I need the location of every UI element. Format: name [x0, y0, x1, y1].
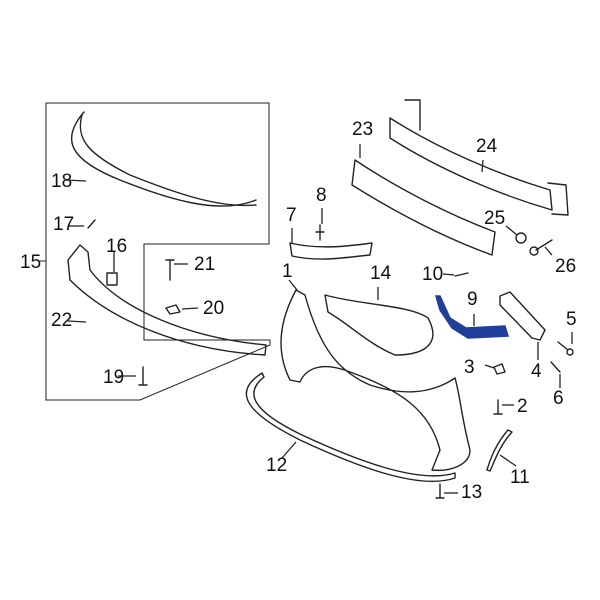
callout-5: 5	[566, 309, 577, 330]
callout-9: 9	[467, 289, 478, 310]
part-4-bracket	[499, 291, 546, 341]
callout-19: 19	[103, 367, 125, 388]
callout-11: 11	[510, 467, 530, 488]
callout-20: 20	[203, 298, 225, 319]
part-24-beam	[389, 99, 569, 216]
callout-14: 14	[370, 263, 392, 284]
part-1-bumper-cover	[280, 289, 471, 472]
callout-leaders	[65, 144, 573, 494]
callout-26: 26	[555, 256, 577, 277]
part-14-grille	[324, 294, 434, 356]
callout-13: 13	[461, 482, 483, 503]
callout-17: 17	[53, 214, 75, 235]
callout-24: 24	[476, 136, 498, 157]
callout-16: 16	[106, 236, 128, 257]
callout-2: 2	[517, 396, 528, 417]
part-7-bracket	[289, 242, 373, 260]
callout-1: 1	[282, 261, 293, 282]
callout-22: 22	[51, 310, 73, 331]
part-23-absorber	[351, 159, 496, 256]
part-22-support	[67, 244, 267, 356]
callout-10: 10	[422, 264, 444, 285]
callout-7: 7	[286, 205, 297, 226]
callout-12: 12	[266, 455, 288, 476]
callout-8: 8	[316, 185, 327, 206]
part-12-trim	[245, 372, 456, 482]
part-11-trim	[486, 429, 513, 472]
callout-23: 23	[352, 119, 374, 140]
callout-6: 6	[553, 388, 564, 409]
part-17-clip	[87, 219, 96, 229]
callout-3: 3	[464, 357, 475, 378]
callout-4: 4	[531, 361, 542, 382]
group-box-outline	[45, 102, 271, 401]
callout-18: 18	[51, 171, 73, 192]
part-18-strip	[70, 111, 257, 207]
callout-21: 21	[194, 254, 216, 275]
part-9-bracket-highlight	[435, 295, 509, 339]
callout-15: 15	[20, 252, 42, 273]
part-16-bracket	[106, 272, 118, 286]
callout-25: 25	[484, 208, 506, 229]
